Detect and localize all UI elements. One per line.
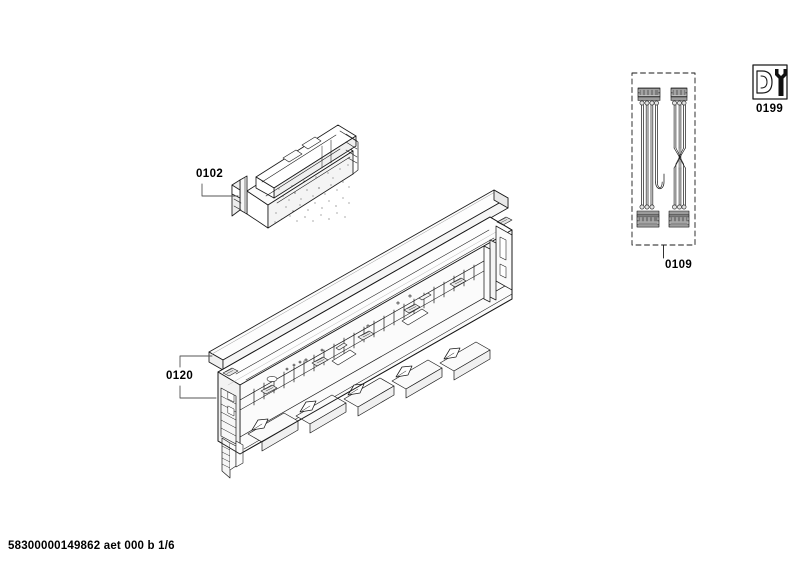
part-0102-housing (231, 124, 359, 229)
harness-right (668, 87, 690, 228)
harness-left (636, 87, 665, 228)
part-0120-fascia (208, 189, 513, 479)
callout-label-0102[interactable]: 0102 (196, 168, 224, 180)
wrench-icon (775, 69, 787, 96)
leader-line-0120 (179, 355, 217, 399)
part-0120-trim-rail (208, 189, 509, 371)
leader-line-0102 (201, 183, 239, 197)
part-0109-harness-group (631, 72, 696, 246)
document-footer-code: 58300000149862 aet 000 b 1/6 (8, 540, 175, 552)
callout-label-0199[interactable]: 0199 (756, 103, 784, 115)
part-0120-right-flange (483, 216, 513, 303)
part-0120-left-endcap (220, 367, 244, 479)
callout-label-0109[interactable]: 0109 (665, 259, 693, 271)
part-0199-tool-symbol (752, 64, 788, 100)
callout-label-0120[interactable]: 0120 (166, 370, 194, 382)
clamp-icon (756, 70, 773, 94)
